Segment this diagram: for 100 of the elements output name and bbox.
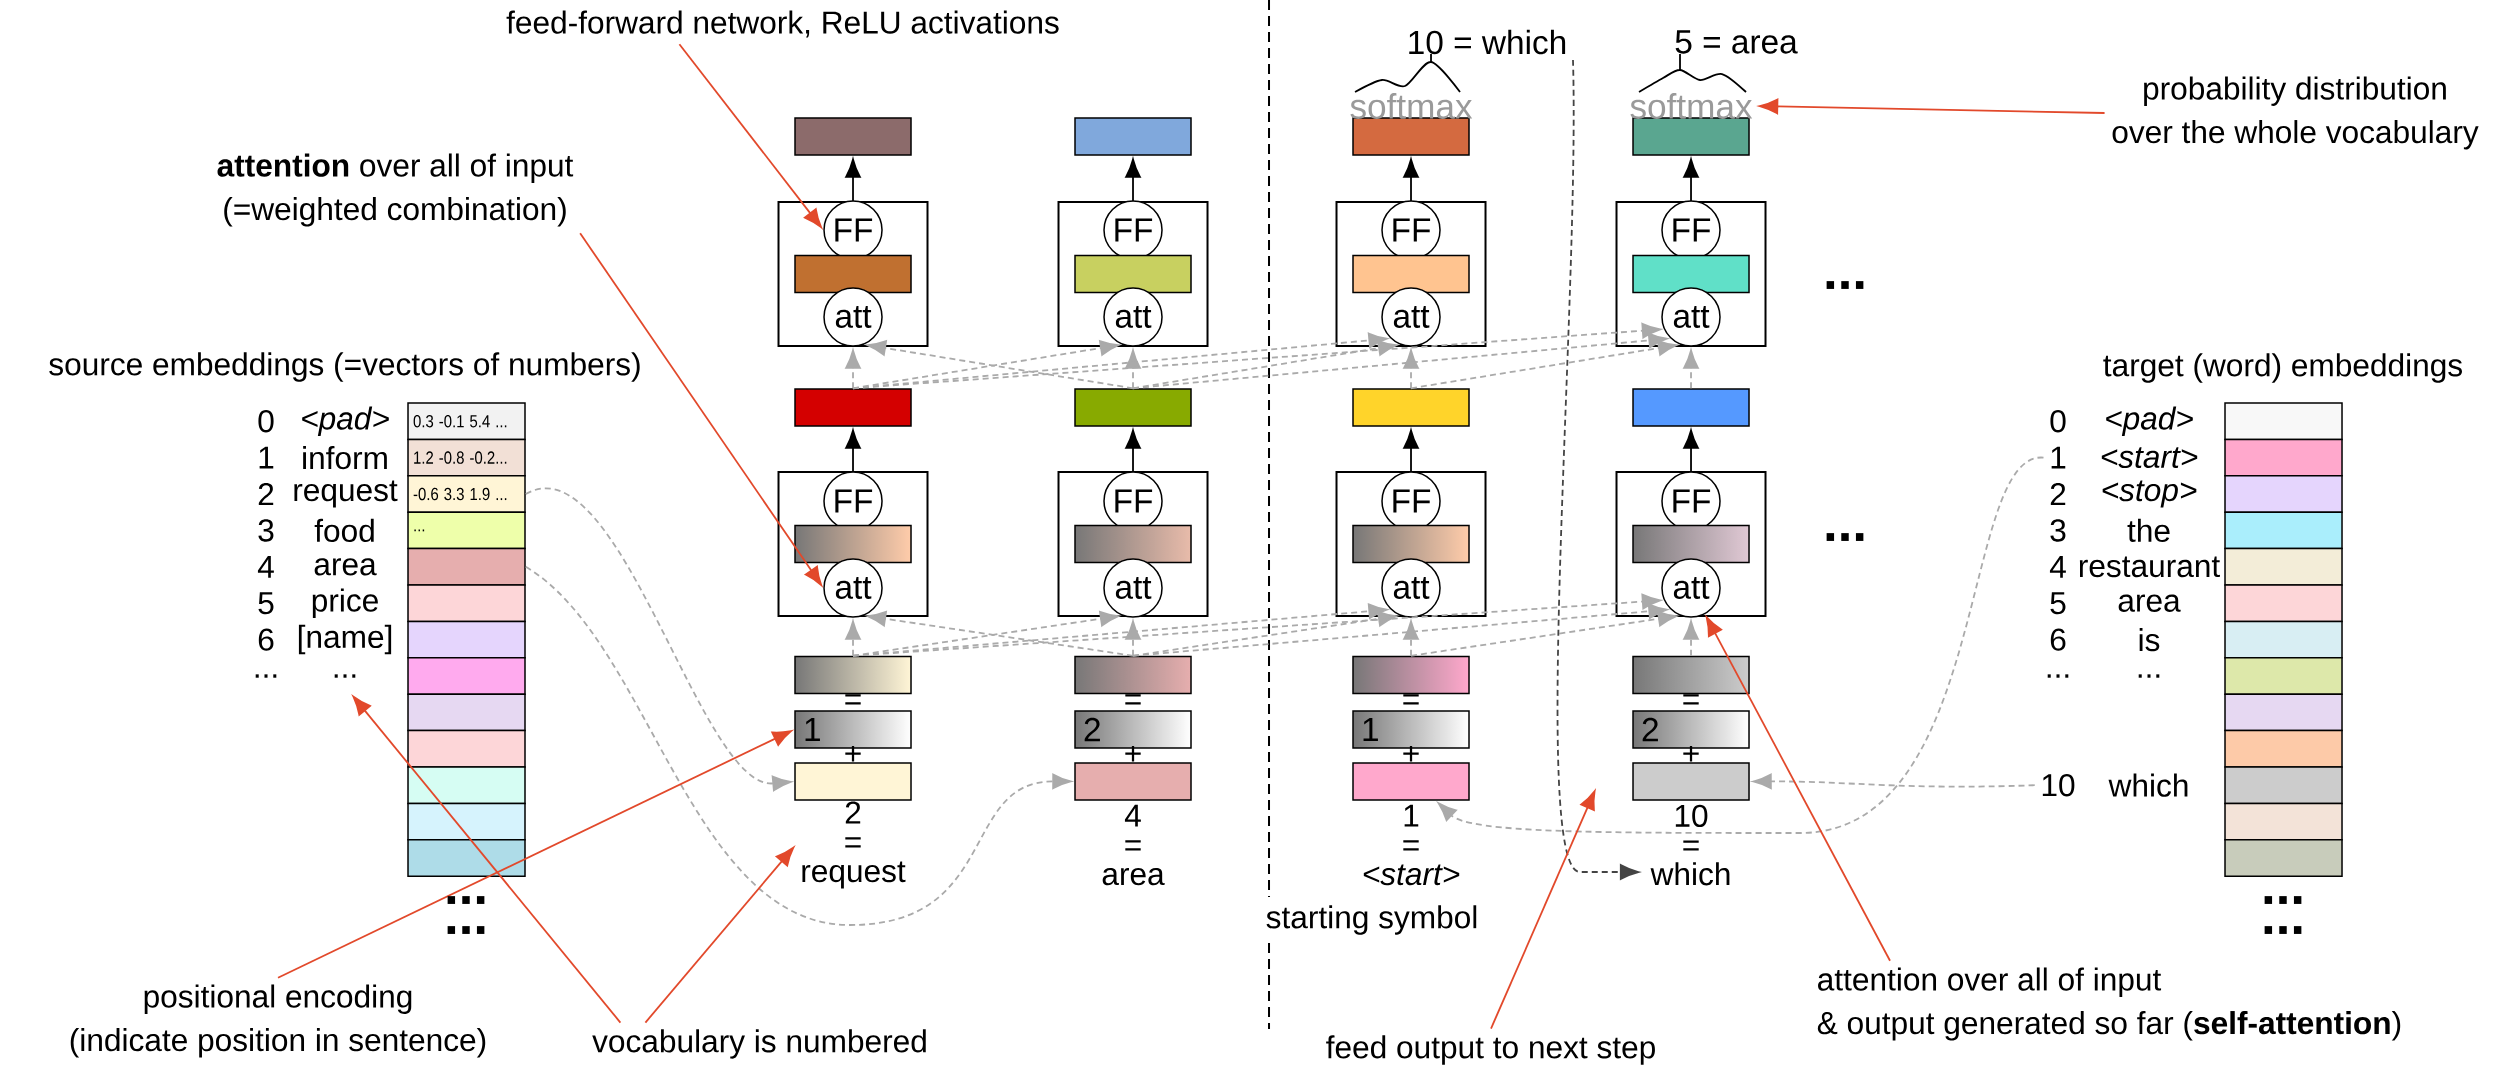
row-label: 6 <box>258 628 274 651</box>
vector-bar <box>1074 117 1192 156</box>
dashed-arrow <box>1132 611 1398 657</box>
arrow <box>1125 158 1141 202</box>
vector-bar <box>794 762 912 801</box>
token-label: 10 = which <box>1650 804 1730 886</box>
embedding-row <box>2224 475 2343 513</box>
row-number: 1 <box>2051 446 2066 469</box>
vector-bar <box>794 524 912 564</box>
embedding-row <box>2224 729 2343 768</box>
leader-arrow <box>1490 790 1596 1030</box>
vector-bar <box>794 655 912 695</box>
embedding-row: ... <box>407 511 526 550</box>
row-label: request <box>294 480 398 508</box>
row-label: 3 <box>258 519 274 542</box>
embedding-row <box>2224 511 2343 550</box>
vector-bar <box>1632 762 1750 801</box>
table-title: source embeddings (=vectors of numbers) <box>49 352 640 382</box>
leader-arrow <box>644 846 795 1024</box>
row-label: area <box>314 558 377 576</box>
annotation-text: probability distribution over the whole vocabulary <box>2112 76 2479 150</box>
vector-bar <box>1632 388 1750 427</box>
ellipsis: ... <box>1826 281 1864 289</box>
row-label: inform <box>303 446 387 470</box>
row-label: <pad> <box>2106 406 2193 436</box>
row-label: the <box>2127 518 2170 543</box>
embedding-row <box>2224 766 2343 805</box>
embedding-row <box>407 802 526 841</box>
row-label: 5 <box>258 592 274 615</box>
row-label: 0 <box>258 410 274 433</box>
row-label: 6 <box>2050 628 2066 651</box>
embedding-row <box>407 657 526 695</box>
row-label: which <box>2108 773 2188 797</box>
vector-bar <box>1632 655 1750 695</box>
dashed-arrow <box>1410 611 1678 657</box>
embedding-row <box>407 729 526 768</box>
row-label: 3 <box>2050 519 2066 542</box>
annotation-text: feed-forward network, ReLU activations <box>506 10 1059 38</box>
token-label: 1 = <start> <box>1363 804 1460 886</box>
row-label: ... <box>2047 674 2069 678</box>
embedding-row <box>2224 620 2343 659</box>
embedding-row <box>407 620 526 659</box>
arrow <box>845 429 861 472</box>
row-label: food <box>314 518 374 543</box>
row-number: 10 <box>2042 774 2075 797</box>
row-label: 0 <box>2050 410 2066 433</box>
dashed-arrow <box>524 565 1072 926</box>
row-label: is <box>2139 628 2160 652</box>
vector-bar <box>1352 524 1470 564</box>
dashed-arrow <box>1683 620 1699 657</box>
embedding-row <box>2224 402 2343 441</box>
dashed-arrow <box>845 349 861 390</box>
embedding-row <box>2224 438 2343 477</box>
ellipsis: ... <box>2264 896 2302 904</box>
softmax-label: softmax <box>1350 93 1473 119</box>
dashed-arrow <box>1403 349 1419 390</box>
vector-bar <box>1632 117 1750 156</box>
annotation-text: feed output to next step <box>1326 1035 1655 1065</box>
dashed-arrow <box>1125 349 1141 390</box>
token-label: 2 = request <box>802 801 906 889</box>
ellipsis: ... <box>447 926 485 934</box>
dashed-arrow <box>845 620 861 657</box>
embedding-row <box>407 584 526 623</box>
vector-bar <box>1352 254 1470 294</box>
annotation-text: attention over all of input (=weighted combination) <box>217 153 574 227</box>
row-label: <start> <box>2101 447 2198 468</box>
annotation-text: attention over all of input & output generated so far (self-attention) <box>1817 967 2401 1041</box>
annotation-text: vocabulary is numbered <box>592 1029 926 1059</box>
arrow <box>1125 429 1141 472</box>
row-label: [name] <box>298 624 392 655</box>
operator-symbol: = <box>1683 694 1699 705</box>
ellipsis: ... <box>1826 533 1864 541</box>
vector-bar <box>1352 762 1470 801</box>
embedding-row <box>2224 839 2343 877</box>
row-label: price <box>312 588 378 618</box>
vector-bar <box>1632 524 1750 564</box>
row-label: area <box>2118 594 2181 612</box>
embedding-row: 0.3 -0.1 5.4 ... <box>407 402 526 441</box>
ellipsis: ... <box>2264 926 2302 934</box>
operator-symbol: = <box>1403 694 1419 705</box>
embedding-row <box>2224 802 2343 841</box>
operator-symbol: = <box>1125 694 1141 705</box>
dashed-arrow <box>1437 456 2045 834</box>
embedding-row <box>407 766 526 805</box>
table-title: target (word) embeddings <box>2103 353 2462 383</box>
vector-bar <box>1074 388 1192 427</box>
row-label: 4 <box>2049 555 2066 578</box>
vector-bar <box>794 117 912 156</box>
embedding-row <box>407 839 526 877</box>
leader-arrow <box>352 695 622 1024</box>
vector-bar <box>1352 117 1470 156</box>
ellipsis: ... <box>447 896 485 904</box>
arrow <box>845 158 861 202</box>
row-label: ... <box>255 674 277 678</box>
annotation-text: positional encoding (indicate position in sentence) <box>70 984 486 1058</box>
leader-arrow <box>277 730 792 979</box>
operator-symbol: = <box>845 694 861 705</box>
vector-bar <box>794 254 912 294</box>
vector-bar <box>1352 655 1470 695</box>
annotation-text: starting symbol <box>1262 902 1482 938</box>
